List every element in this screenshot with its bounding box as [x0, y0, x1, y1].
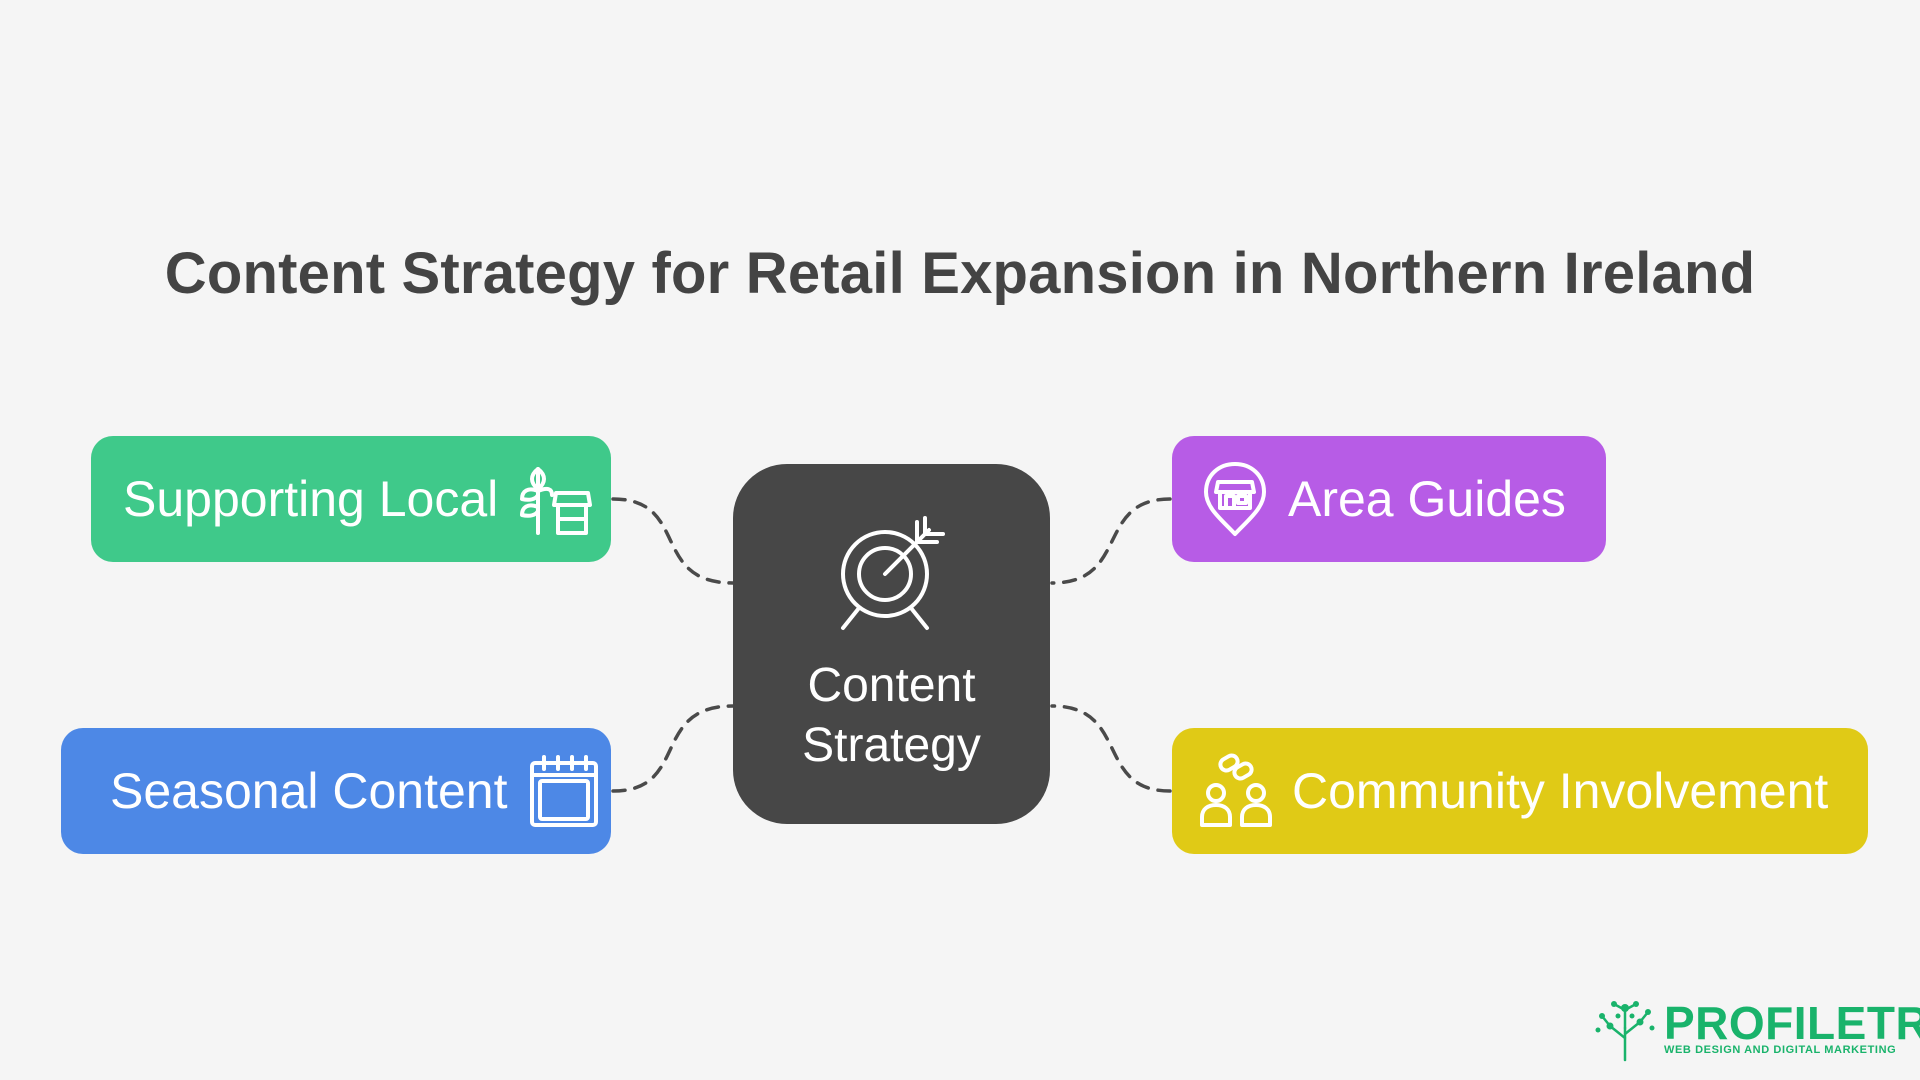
- community-icon: [1200, 753, 1272, 827]
- connector-area-guides: [1050, 497, 1172, 585]
- brand-tagline: WEB DESIGN AND DIGITAL MARKETING: [1664, 1044, 1897, 1056]
- brand-name: PROFILETREE: [1664, 997, 1920, 1049]
- node-label: Supporting Local: [123, 471, 499, 527]
- store-pin-icon: [1204, 462, 1266, 536]
- node-label: Seasonal Content: [110, 763, 508, 819]
- target-icon: [841, 516, 945, 630]
- node-seasonal-content: Seasonal Content: [61, 728, 611, 854]
- node-community-involvement: Community Involvement: [1172, 728, 1868, 854]
- center-label: Content Strategy: [733, 656, 1050, 776]
- node-label: Area Guides: [1288, 471, 1566, 527]
- center-node: Content Strategy: [733, 464, 1050, 824]
- connector-seasonal-content: [611, 704, 735, 793]
- diagram-title: Content Strategy for Retail Expansion in…: [164, 241, 1756, 306]
- tree-logo-icon: [1595, 1001, 1655, 1062]
- node-label: Community Involvement: [1292, 763, 1829, 819]
- center-label-line1: Content: [807, 659, 976, 712]
- center-label-line2: Strategy: [802, 719, 981, 772]
- connector-community: [1050, 704, 1172, 793]
- plant-market-icon: [520, 467, 593, 535]
- node-area-guides: Area Guides: [1172, 436, 1606, 562]
- node-supporting-local: Supporting Local: [91, 436, 611, 562]
- connector-supporting-local: [611, 497, 735, 585]
- calendar-icon: [529, 755, 598, 827]
- profiletree-logo: PROFILETREE WEB DESIGN AND DIGITAL MARKE…: [1594, 998, 1920, 1062]
